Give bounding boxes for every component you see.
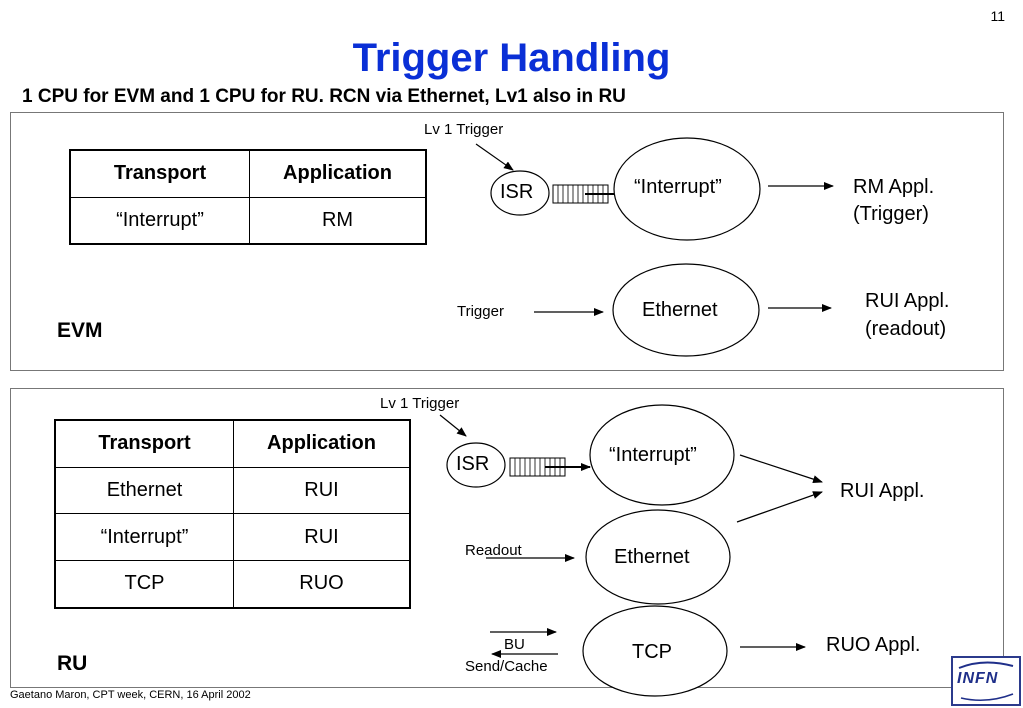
ru-readout-label: Readout xyxy=(465,542,522,559)
header-transport: Transport xyxy=(69,149,250,198)
infn-logo-swoosh-icon xyxy=(958,661,1014,701)
ru-tcp-label: TCP xyxy=(632,641,672,663)
ru-rui-appl-label: RUI Appl. xyxy=(840,480,925,502)
table-header-row: Transport Application xyxy=(54,419,411,468)
ru-interrupt-ellipse xyxy=(589,404,735,506)
page-number: 11 xyxy=(990,8,1005,24)
table-row: “Interrupt” RUI xyxy=(54,513,411,561)
evm-rm-appl-line2: (Trigger) xyxy=(853,203,929,225)
evm-transport-table: Transport Application “Interrupt” RM xyxy=(69,149,427,245)
evm-rui-appl-line2: (readout) xyxy=(865,318,947,340)
evm-lv1-arrow xyxy=(475,143,514,171)
slide-subtitle: 1 CPU for EVM and 1 CPU for RU. RCN via … xyxy=(22,86,626,107)
cell-application: RUO xyxy=(233,559,411,609)
evm-ethernet-ellipse xyxy=(612,263,760,357)
infn-logo: INFN xyxy=(951,656,1021,706)
cell-transport: “Interrupt” xyxy=(69,196,250,245)
header-application: Application xyxy=(249,149,427,198)
cell-application: RUI xyxy=(233,466,411,515)
ru-lv1-arrow xyxy=(439,414,467,437)
ru-isr-label: ISR xyxy=(456,453,490,475)
ru-ethernet-label: Ethernet xyxy=(614,546,690,568)
ru-lv1-trigger-label: Lv 1 Trigger xyxy=(380,395,460,412)
evm-trigger-label: Trigger xyxy=(457,303,504,320)
ru-section-label: RU xyxy=(57,652,88,675)
cell-transport: Ethernet xyxy=(54,466,234,515)
cell-transport: “Interrupt” xyxy=(54,513,234,561)
slide-title: Trigger Handling xyxy=(352,36,671,80)
evm-rm-appl-line1: RM Appl. xyxy=(853,176,935,198)
table-row: TCP RUO xyxy=(54,559,411,609)
ru-tcp-ellipse xyxy=(582,605,728,697)
evm-isr-label: ISR xyxy=(500,181,534,203)
evm-interrupt-ellipse xyxy=(613,137,761,241)
ru-interrupt-to-rui-arrow xyxy=(739,454,823,483)
footer-text: Gaetano Maron, CPT week, CERN, 16 April … xyxy=(10,689,251,701)
evm-isr-circle xyxy=(490,170,550,216)
ru-interrupt-label: “Interrupt” xyxy=(609,444,697,466)
ru-transport-table: Transport Application Ethernet RUI “Inte… xyxy=(54,419,411,609)
ru-ethernet-ellipse xyxy=(585,509,731,605)
ru-isr-circle xyxy=(446,442,506,488)
ru-ruo-appl-label: RUO Appl. xyxy=(826,634,921,656)
evm-section-label: EVM xyxy=(57,319,103,342)
evm-lv1-trigger-label: Lv 1 Trigger xyxy=(424,121,504,138)
table-row: “Interrupt” RM xyxy=(69,196,427,245)
infn-logo-text: INFN xyxy=(957,670,999,687)
table-header-row: Transport Application xyxy=(69,149,427,198)
cell-application: RUI xyxy=(233,513,411,561)
ru-send-cache-label: Send/Cache xyxy=(465,658,548,675)
evm-rui-appl-line1: RUI Appl. xyxy=(865,290,950,312)
ru-bu-label: BU xyxy=(504,636,525,653)
table-row: Ethernet RUI xyxy=(54,466,411,515)
header-transport: Transport xyxy=(54,419,234,468)
ru-ethernet-to-rui-arrow xyxy=(736,491,823,523)
cell-application: RM xyxy=(249,196,427,245)
evm-ethernet-label: Ethernet xyxy=(642,299,718,321)
header-application: Application xyxy=(233,419,411,468)
cell-transport: TCP xyxy=(54,559,234,609)
evm-interrupt-label: “Interrupt” xyxy=(634,176,722,198)
